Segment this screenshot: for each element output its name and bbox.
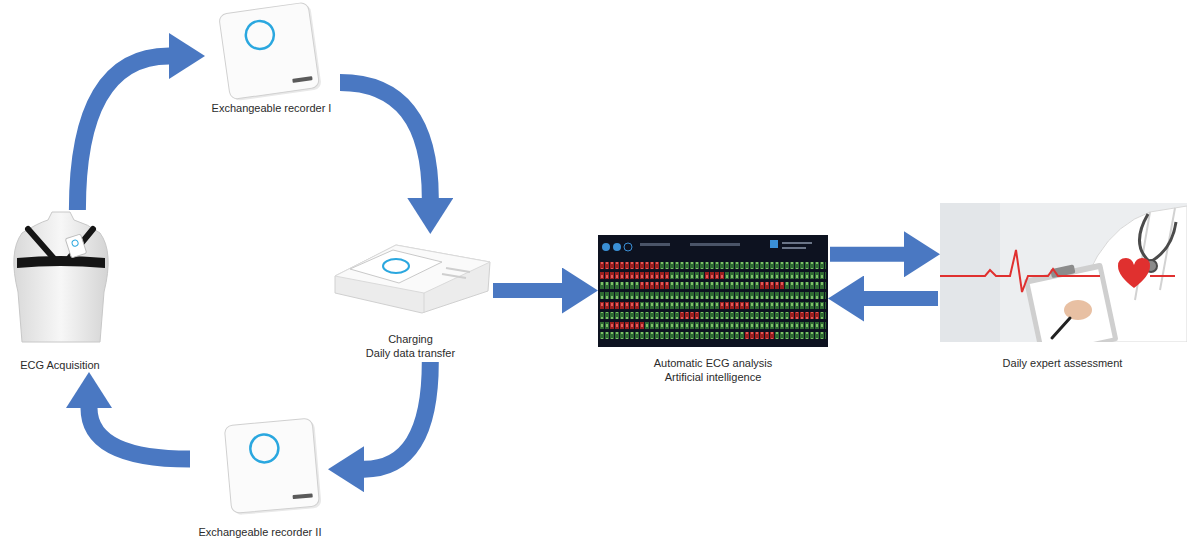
caption-text: Daily expert assessment [1003, 356, 1123, 370]
recorder-illustration [219, 2, 322, 102]
flow-arrow [77, 56, 169, 210]
flow-arrow [830, 247, 904, 262]
caption-text: Charging [388, 332, 433, 346]
caption-text: Artificial intelligence [665, 370, 762, 384]
recorder-illustration [224, 418, 322, 516]
caption-text: ECG Acquisition [20, 358, 99, 372]
charging-node: ChargingDaily data transfer [328, 232, 493, 362]
caption-text: Exchangeable recorder I [212, 101, 332, 115]
charging-dock-illustration [335, 245, 490, 313]
caption-text: Daily data transfer [366, 346, 455, 360]
analysis-screen-illustration [598, 235, 828, 347]
caption-text: Automatic ECG analysis [654, 356, 773, 370]
analysis-node: Automatic ECG analysisArtificial intelli… [596, 231, 830, 386]
caption-group: Exchangeable recorder II [190, 525, 330, 539]
flow-arrow [493, 283, 562, 298]
caption-group: Exchangeable recorder I [203, 101, 340, 115]
recorder-node: Exchangeable recorder II [190, 415, 330, 541]
flow-arrow [89, 408, 190, 459]
caption-group: Automatic ECG analysisArtificial intelli… [596, 356, 830, 384]
flow-arrow [340, 83, 430, 199]
doctor-photo-illustration [940, 203, 1187, 342]
flow-arrow [864, 291, 938, 306]
expert-node: Daily expert assessment [938, 201, 1187, 372]
caption-group: Daily expert assessment [938, 356, 1187, 370]
caption-text: Exchangeable recorder II [199, 525, 322, 539]
recorder-node: Exchangeable recorder I [203, 2, 340, 117]
caption-group: ECG Acquisition [2, 358, 118, 372]
torso-illustration [14, 212, 108, 342]
flow-arrow [364, 362, 430, 469]
caption-group: ChargingDaily data transfer [328, 332, 493, 360]
ecg-acquisition-node: ECG Acquisition [2, 210, 118, 374]
